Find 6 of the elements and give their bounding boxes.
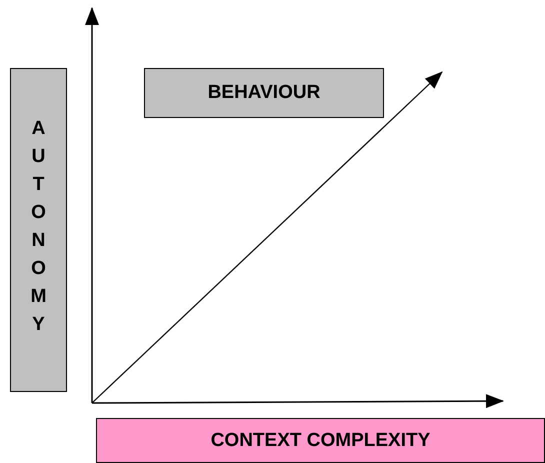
label-box: [144, 68, 384, 118]
axis-title: BEHAVIOUR: [208, 82, 320, 104]
axis-title: AUTONOMY: [29, 118, 48, 342]
axis-label-box: [10, 68, 67, 392]
axis-label-box: [96, 418, 545, 463]
axis-title: CONTEXT COMPLEXITY: [210, 430, 430, 452]
